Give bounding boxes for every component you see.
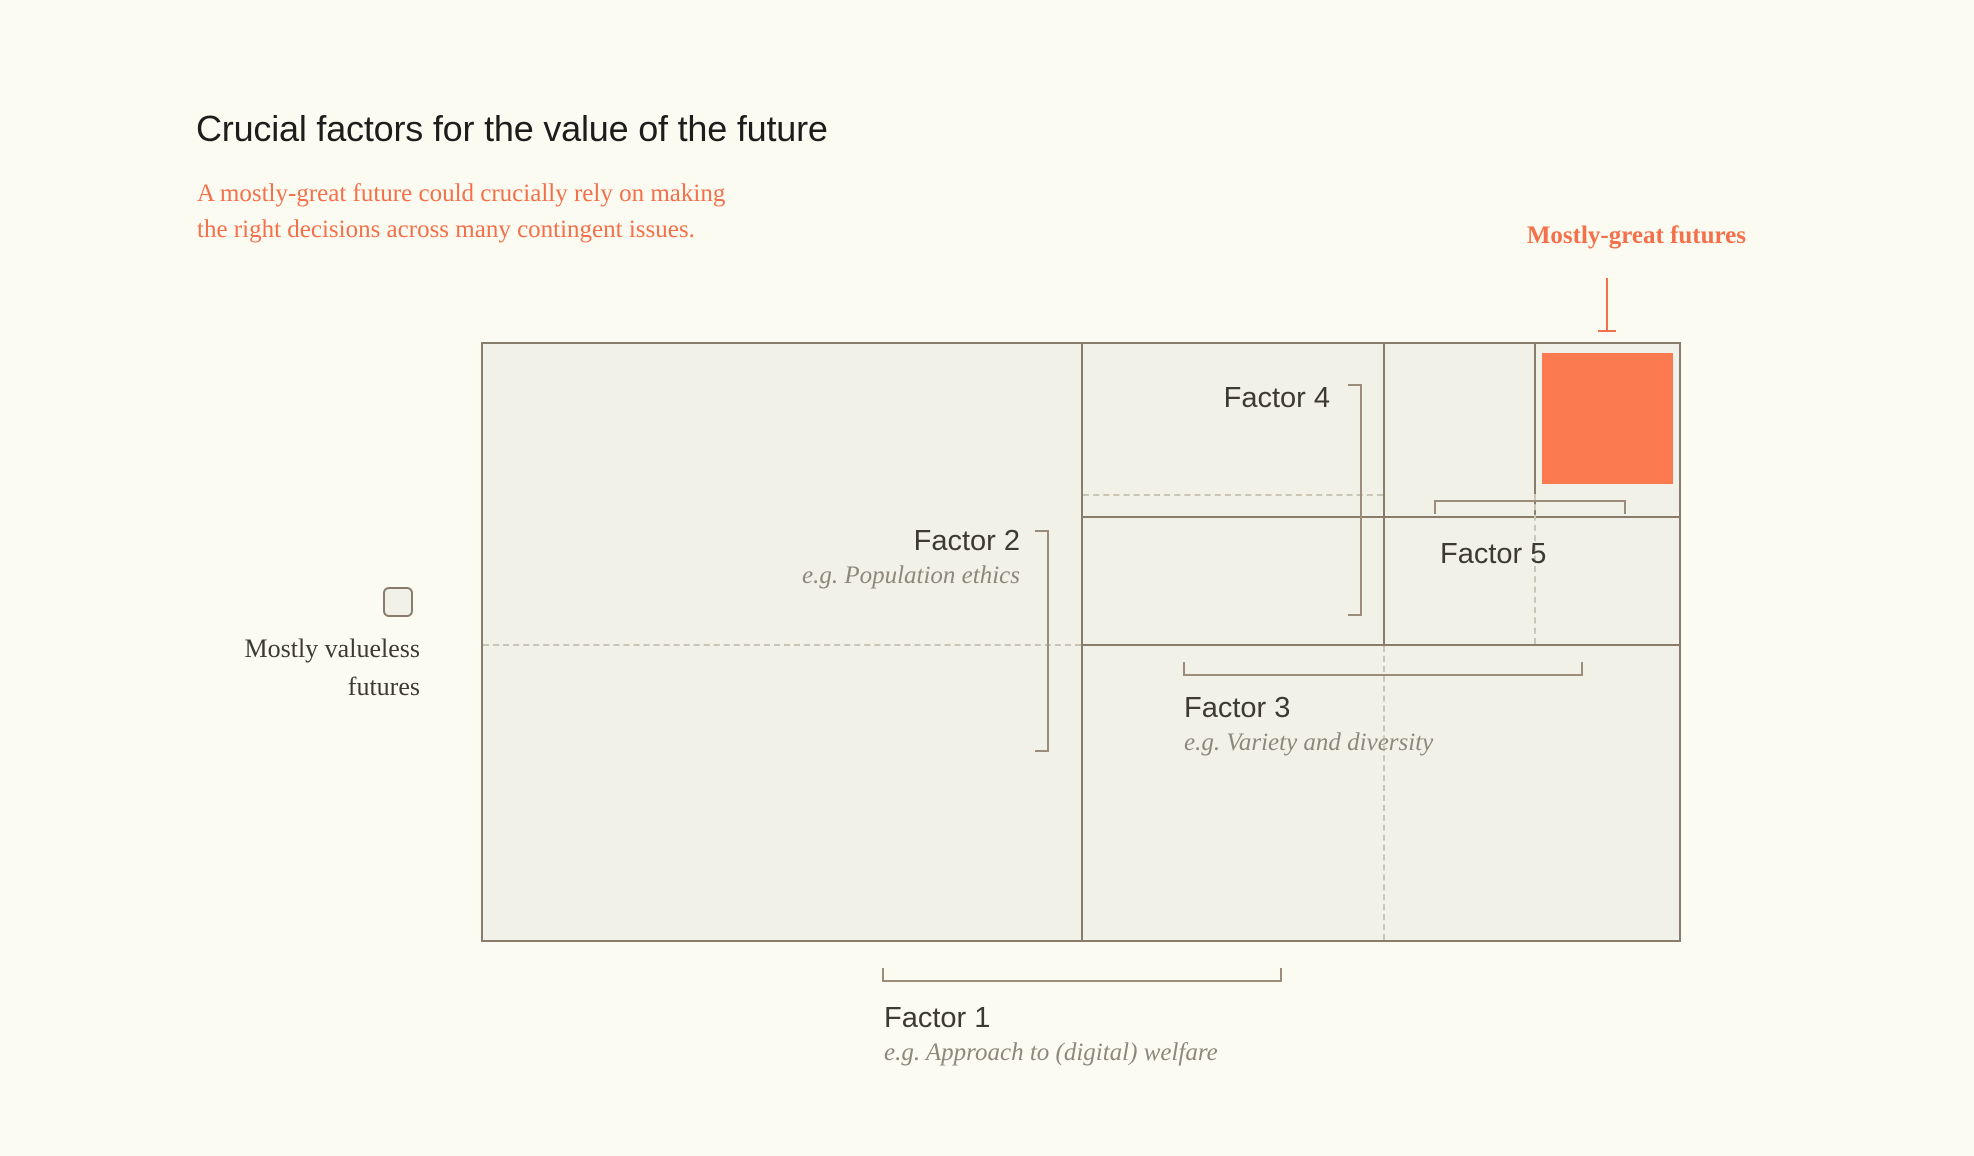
factor-4-name: Factor 4: [1223, 382, 1330, 414]
factor-2-name: Factor 2: [913, 525, 1020, 557]
factor-1-name: Factor 1: [884, 1002, 991, 1034]
divider-horizontal-factor4: [1081, 516, 1679, 518]
bracket-factor-4: [1348, 384, 1362, 616]
legend-label-mostly-valueless-futures: Mostly valueless futures: [244, 634, 421, 701]
divider-horizontal-factor2: [1081, 644, 1679, 646]
factor-2-example: e.g. Population ethics: [801, 562, 1020, 589]
page-title: Crucial factors for the value of the fut…: [196, 108, 828, 149]
callout-leader-tip: [1598, 330, 1616, 332]
page-subtitle: A mostly-great future could crucially re…: [197, 180, 726, 243]
dashed-split-factor3: [1383, 646, 1385, 940]
factor-label-5: Factor 5: [1440, 538, 1546, 571]
bracket-factor-2: [1035, 530, 1049, 752]
bracket-factor-3: [1183, 662, 1583, 676]
callout-label-mostly-great-futures: Mostly-great futures: [1526, 222, 1746, 249]
divider-vertical-upper-right: [1383, 344, 1385, 516]
factor-label-4: Factor 4: [1064, 382, 1330, 415]
factor-1-example: e.g. Approach to (digital) welfare: [884, 1039, 1218, 1066]
callout-leader-line: [1606, 278, 1608, 332]
divider-vertical-factor1: [1081, 344, 1083, 940]
legend-swatch-valueless: [383, 587, 413, 617]
factor-3-name: Factor 3: [1184, 692, 1291, 724]
divider-vertical-highlight-left: [1534, 344, 1536, 516]
dashed-split-factor2: [483, 644, 1081, 646]
highlight-cell-mostly-great-futures: [1542, 353, 1673, 484]
factor-5-name: Factor 5: [1440, 538, 1547, 570]
bracket-factor-1: [882, 968, 1282, 982]
dashed-split-factor4: [1083, 494, 1383, 496]
divider-vertical-mid-right: [1383, 516, 1385, 644]
factor-label-2: Factor 2 e.g. Population ethics: [700, 525, 1020, 590]
factor-label-3: Factor 3 e.g. Variety and diversity: [1184, 692, 1433, 757]
bracket-factor-5: [1434, 500, 1626, 514]
dashed-split-factor5: [1534, 494, 1536, 644]
factor-3-example: e.g. Variety and diversity: [1184, 729, 1434, 756]
plot-frame: [481, 342, 1681, 942]
factor-label-1: Factor 1 e.g. Approach to (digital) welf…: [884, 1002, 1218, 1067]
